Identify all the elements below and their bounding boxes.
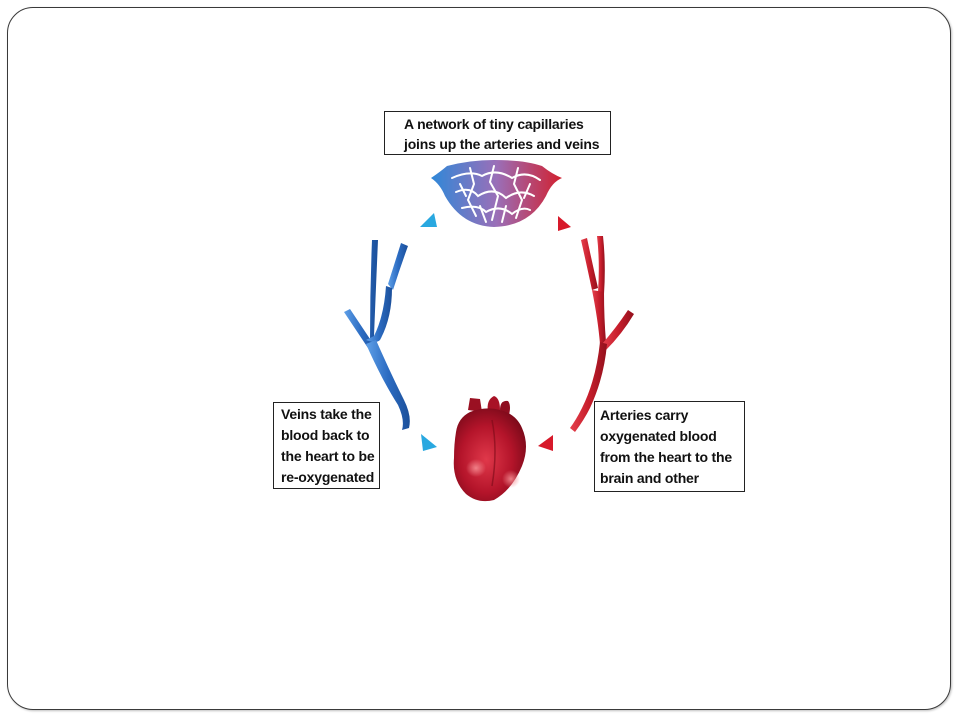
arrow-up-left-icon <box>420 213 437 227</box>
veins-label-line-3: the heart to be <box>281 448 375 464</box>
flow-arrows <box>420 213 571 451</box>
capillary-network <box>431 160 562 227</box>
veins-label-line-1: Veins take the <box>281 406 372 422</box>
veins-label-line-4: re-oxygenated <box>281 469 375 485</box>
veins-label: Veins take the blood back to the heart t… <box>273 402 380 489</box>
heart-icon <box>453 396 526 502</box>
arrow-down-right-icon <box>558 216 571 231</box>
capillaries-label: A network of tiny capillaries joins up t… <box>384 111 611 155</box>
arteries-label: Arteries carry oxygenated blood from the… <box>594 401 745 492</box>
veins-label-line-2: blood back to <box>281 427 370 443</box>
arrow-down-left-icon <box>421 434 437 451</box>
arteries-label-line-1: Arteries carry <box>600 407 689 423</box>
arrow-down-left-red-icon <box>538 435 553 451</box>
arteries-label-line-3: from the heart to the <box>600 449 732 465</box>
artery-vessel <box>570 236 634 432</box>
capillaries-label-line-2: joins up the arteries and veins <box>404 136 600 152</box>
arteries-label-line-4: brain and other <box>600 470 699 486</box>
arteries-label-line-2: oxygenated blood <box>600 428 717 444</box>
vein-vessel <box>344 240 410 430</box>
capillaries-label-line-1: A network of tiny capillaries <box>404 116 584 132</box>
